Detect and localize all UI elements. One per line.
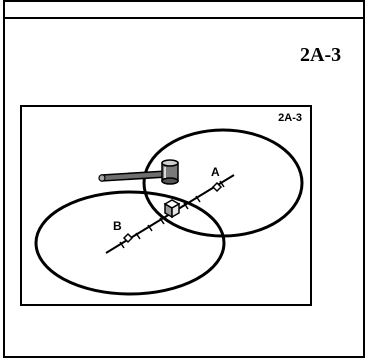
section-code: 2A-3 — [300, 44, 342, 66]
ellipse-a — [142, 128, 304, 238]
header-rule — [3, 17, 365, 19]
point-b-marker — [122, 232, 134, 244]
figure-corner-code: 2A-3 — [278, 112, 302, 124]
hammer-icon — [98, 159, 179, 185]
point-a-label: A — [211, 165, 220, 179]
figure-diagram: 2A-3 A — [20, 105, 312, 306]
center-block — [163, 199, 181, 219]
figure: 2A-3 A — [20, 105, 312, 306]
point-b-label: B — [113, 219, 122, 233]
point-a-marker — [211, 181, 223, 193]
table-frame — [3, 0, 365, 358]
line-ticks — [119, 180, 225, 249]
ellipse-b — [34, 190, 226, 296]
